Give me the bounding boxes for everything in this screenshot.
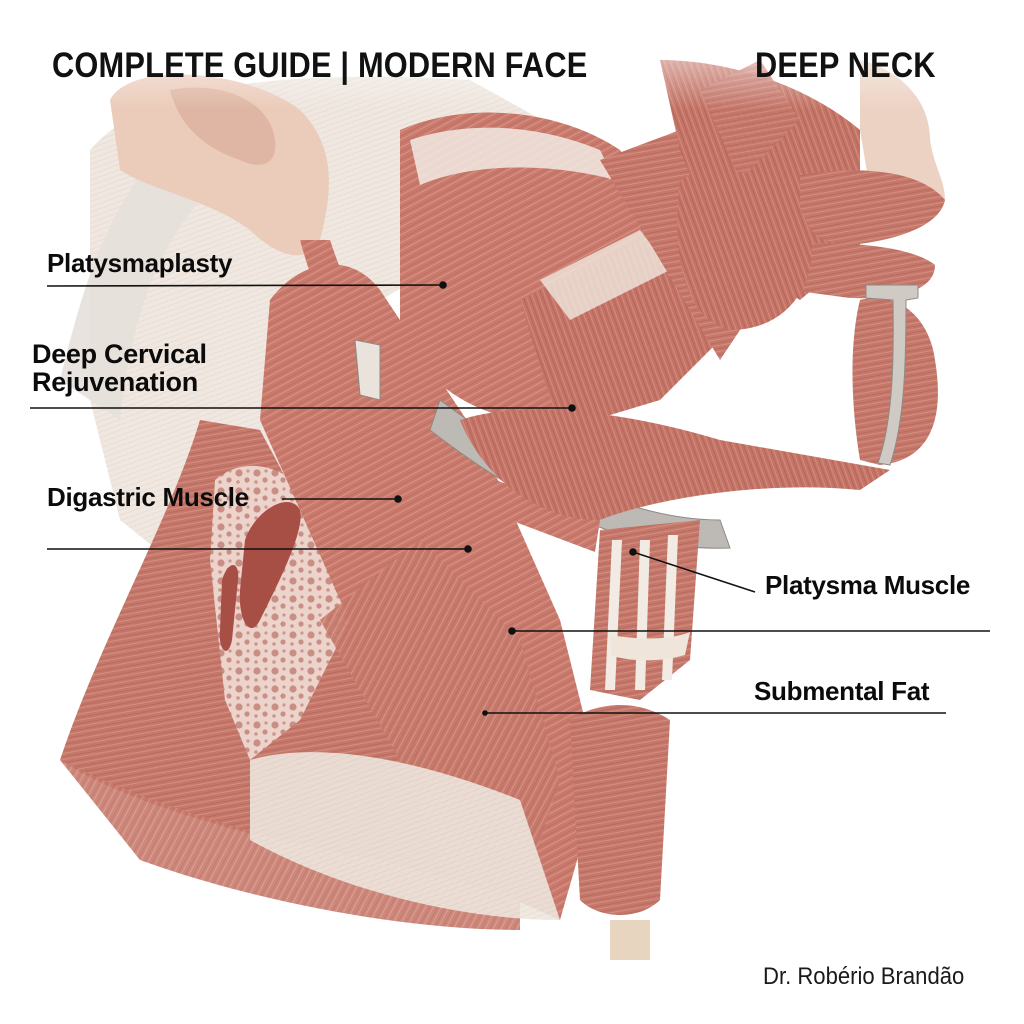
posterior-belly [300, 240, 600, 552]
page-title: COMPLETE GUIDE | MODERN FACE [52, 46, 588, 85]
label-digastric-muscle: Digastric Muscle [47, 482, 249, 512]
chin-sling [865, 284, 919, 466]
sternohyoid-muscle [570, 705, 670, 915]
orbicularis-oris [677, 170, 812, 330]
label-submental-fat: Submental Fat [754, 676, 930, 706]
upper-lip [800, 170, 945, 245]
label-deep-cervical-line2: Rejuvenation [32, 367, 198, 398]
author-credit: Dr. Robério Brandão [763, 963, 965, 990]
hyoid-ring [610, 632, 690, 661]
ear [110, 74, 329, 256]
label-platysmaplasty: Platysmaplasty [47, 248, 233, 278]
label-deep-cervical-rejuvenation: Deep Cervical Rejuvenation [32, 340, 207, 397]
page-title-right: DEEP NECK [755, 46, 936, 85]
lower-lip [780, 243, 935, 299]
label-platysma-muscle: Platysma Muscle [765, 570, 971, 600]
label-deep-cervical-line1: Deep Cervical [32, 339, 207, 369]
